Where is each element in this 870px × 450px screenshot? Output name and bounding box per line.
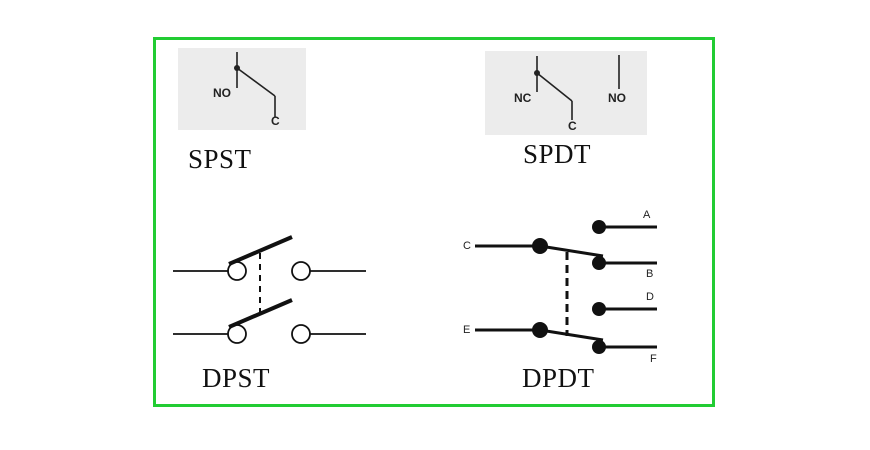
spdt-label-nc: NC — [514, 91, 532, 105]
dpdt-label-b: B — [646, 268, 653, 280]
dpst-symbol — [173, 235, 366, 344]
dpdt-label-d: D — [646, 291, 654, 303]
spst-label-c: C — [271, 114, 280, 128]
spst-caption: SPST — [188, 144, 252, 174]
spdt-label-no: NO — [608, 91, 626, 105]
dpdt-caption: DPDT — [522, 363, 595, 393]
diagram-frame — [153, 37, 715, 407]
spst-symbol: NO C — [213, 52, 280, 128]
dpdt-symbol: A B C D E F — [463, 209, 657, 365]
spdt-symbol: NC NO C — [514, 55, 626, 133]
dpdt-label-a: A — [643, 209, 651, 221]
spdt-label-c: C — [568, 119, 577, 133]
dpdt-label-f: F — [650, 353, 657, 365]
spst-symbol-tile — [178, 48, 306, 130]
spdt-symbol-tile — [485, 51, 647, 135]
spst-label-no: NO — [213, 86, 231, 100]
dpdt-label-e: E — [463, 324, 470, 336]
dpst-caption: DPST — [202, 363, 271, 393]
dpdt-label-c: C — [463, 240, 471, 252]
spdt-caption: SPDT — [523, 139, 592, 169]
